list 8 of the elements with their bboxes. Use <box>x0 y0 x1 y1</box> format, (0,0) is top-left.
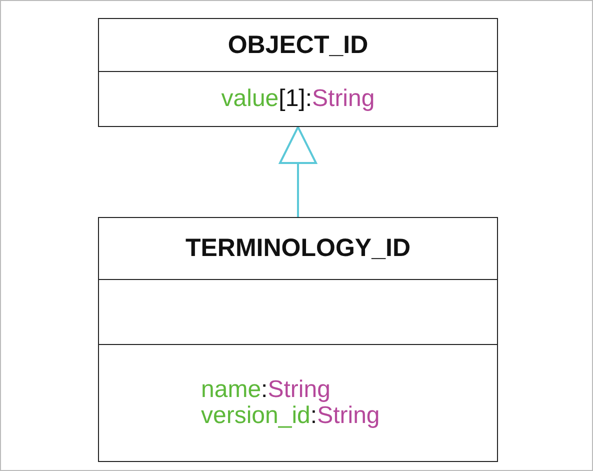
attribute-text: version_id:String <box>201 402 380 429</box>
generalization-arrow <box>279 126 317 217</box>
class-name: OBJECT_ID <box>228 30 368 60</box>
class-box <box>98 217 498 462</box>
class-name: TERMINOLOGY_ID <box>185 234 410 264</box>
attribute-text: value[1]:String <box>221 86 375 112</box>
class-box <box>98 18 498 127</box>
attribute-text: name:String <box>201 376 330 403</box>
